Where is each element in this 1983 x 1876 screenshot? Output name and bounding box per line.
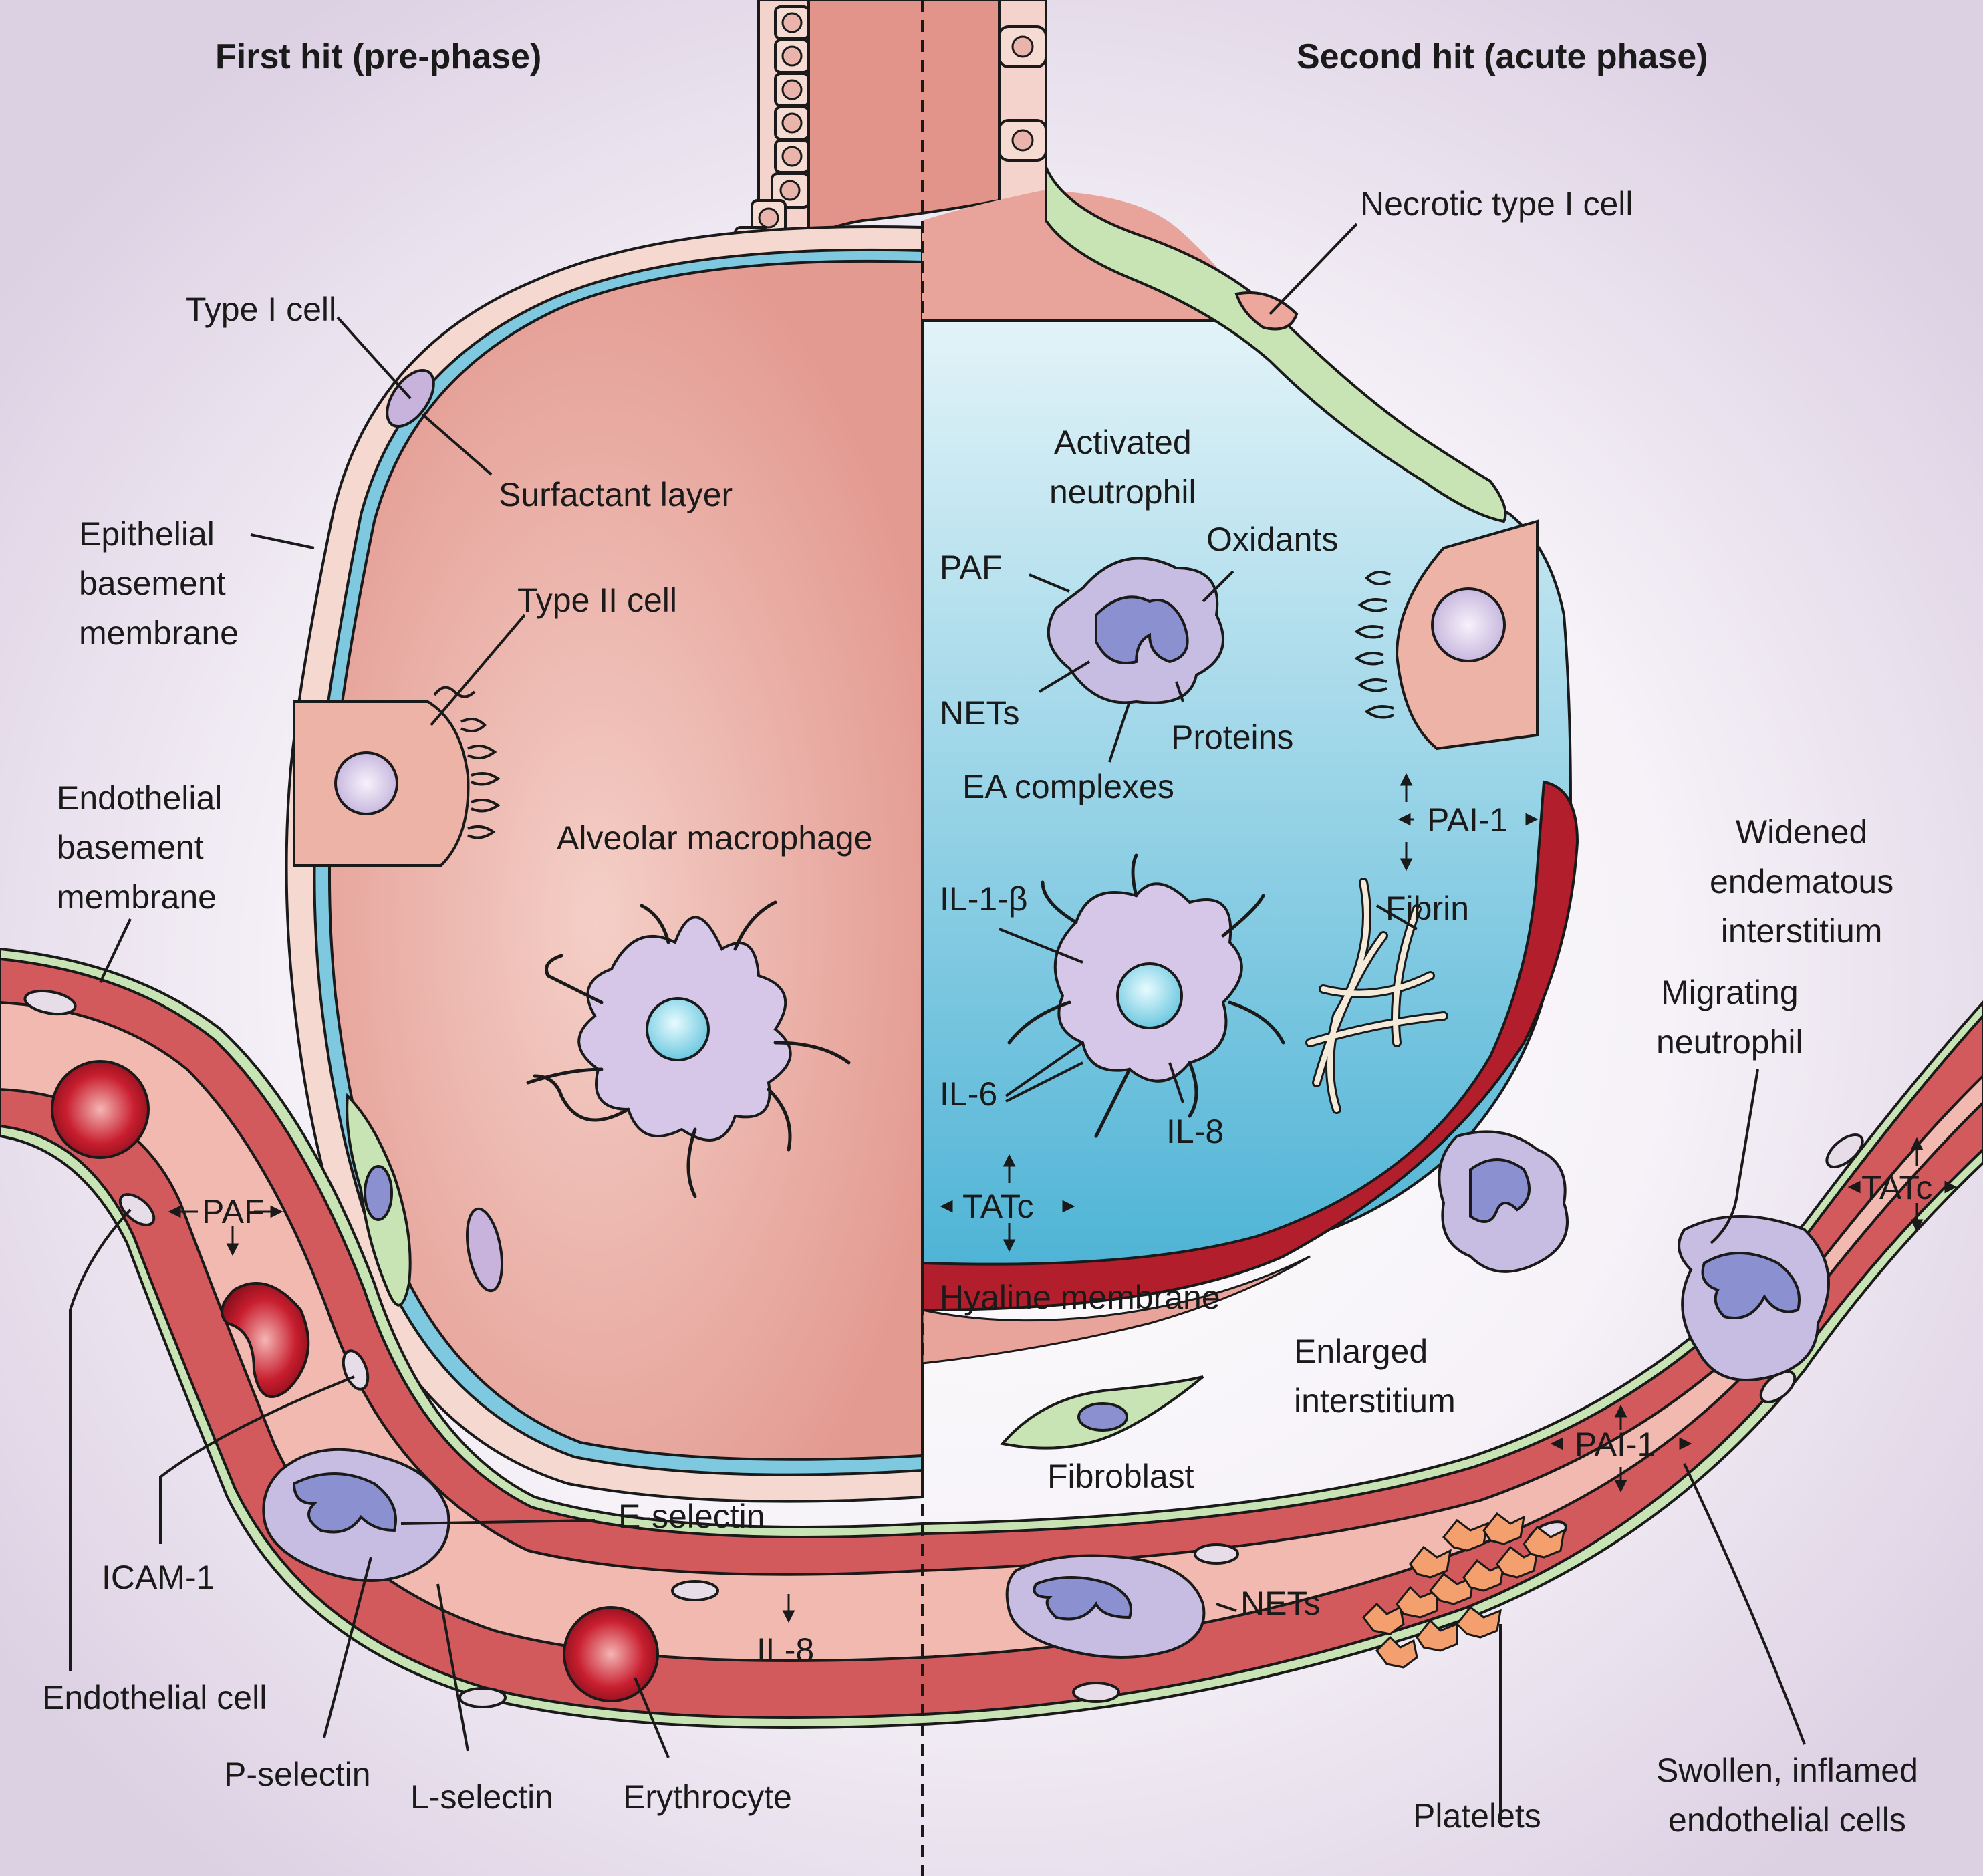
necrotic-type-i-cell bbox=[1234, 291, 1299, 331]
leader-lines bbox=[69, 223, 1806, 1825]
label-tatc-right: TATc bbox=[1861, 1169, 1933, 1206]
activated-neutrophil bbox=[1047, 557, 1224, 704]
label-e-selectin: E-selectin bbox=[618, 1498, 765, 1535]
label-oxidants: Oxidants bbox=[1206, 521, 1339, 558]
label-surfactant-layer: Surfactant layer bbox=[499, 476, 733, 513]
label-fibroblast: Fibroblast bbox=[1047, 1458, 1194, 1495]
label-paf-left: PAF bbox=[202, 1193, 265, 1230]
hyaline-membrane bbox=[921, 780, 1579, 1312]
label-swollen-endothelial-cells: Swollen, inflamed endothelial cells bbox=[1656, 1752, 1918, 1839]
label-nets-vessel: NETs bbox=[1240, 1585, 1321, 1622]
label-hyaline-membrane: Hyaline membrane bbox=[940, 1279, 1220, 1316]
label-proteins: Proteins bbox=[1171, 718, 1294, 756]
label-endothelial-basement-membrane: Endothelial basement membrane bbox=[57, 779, 223, 916]
label-pai-1-vessel: PAI-1 bbox=[1575, 1426, 1656, 1463]
label-paf-right: PAF bbox=[940, 549, 1003, 586]
platelets bbox=[1362, 1512, 1565, 1669]
label-activated-neutrophil: Activated neutrophil bbox=[1049, 424, 1196, 511]
label-enlarged-interstitium: Enlarged interstitium bbox=[1294, 1333, 1456, 1420]
activated-macrophage bbox=[1007, 853, 1285, 1138]
label-il-6: IL-6 bbox=[940, 1075, 998, 1113]
erythrocytes bbox=[51, 1060, 659, 1702]
label-erythrocyte: Erythrocyte bbox=[623, 1778, 792, 1816]
label-type-ii-cell: Type II cell bbox=[517, 581, 677, 619]
header-first-hit: First hit (pre-phase) bbox=[215, 37, 542, 76]
alveolar-macrophage bbox=[526, 900, 851, 1198]
label-p-selectin: P-selectin bbox=[224, 1756, 371, 1793]
right-alveolus bbox=[921, 166, 1579, 1450]
label-nets-alveolar: NETs bbox=[940, 694, 1020, 732]
label-pai-1-alveolar: PAI-1 bbox=[1427, 801, 1508, 839]
label-endothelial-cell: Endothelial cell bbox=[42, 1679, 267, 1716]
label-tatc-alveolar: TATc bbox=[962, 1188, 1034, 1225]
label-il-8-alveolar: IL-8 bbox=[1166, 1113, 1224, 1150]
type-ii-microvilli bbox=[433, 686, 501, 839]
label-type-i-cell: Type I cell bbox=[186, 291, 337, 328]
label-platelets: Platelets bbox=[1413, 1797, 1541, 1835]
label-alveolar-macrophage: Alveolar macrophage bbox=[557, 819, 873, 857]
label-migrating-neutrophil: Migrating neutrophil bbox=[1656, 974, 1803, 1061]
label-ea-complexes: EA complexes bbox=[962, 768, 1174, 805]
label-l-selectin: L-selectin bbox=[410, 1778, 553, 1816]
label-epithelial-basement-membrane: Epithelial basement membrane bbox=[79, 515, 239, 652]
left-alveolus bbox=[285, 225, 924, 1503]
header-second-hit: Second hit (acute phase) bbox=[1297, 37, 1708, 76]
arrows bbox=[168, 773, 1958, 1623]
label-il-1-beta: IL-1-β bbox=[940, 880, 1028, 918]
label-il-8-vessel: IL-8 bbox=[757, 1631, 815, 1669]
label-widened-interstitium: Widened endematous interstitium bbox=[1710, 813, 1894, 950]
label-icam-1: ICAM-1 bbox=[102, 1559, 215, 1596]
label-fibrin: Fibrin bbox=[1385, 890, 1470, 927]
label-necrotic-type-i-cell: Necrotic type I cell bbox=[1360, 185, 1633, 223]
